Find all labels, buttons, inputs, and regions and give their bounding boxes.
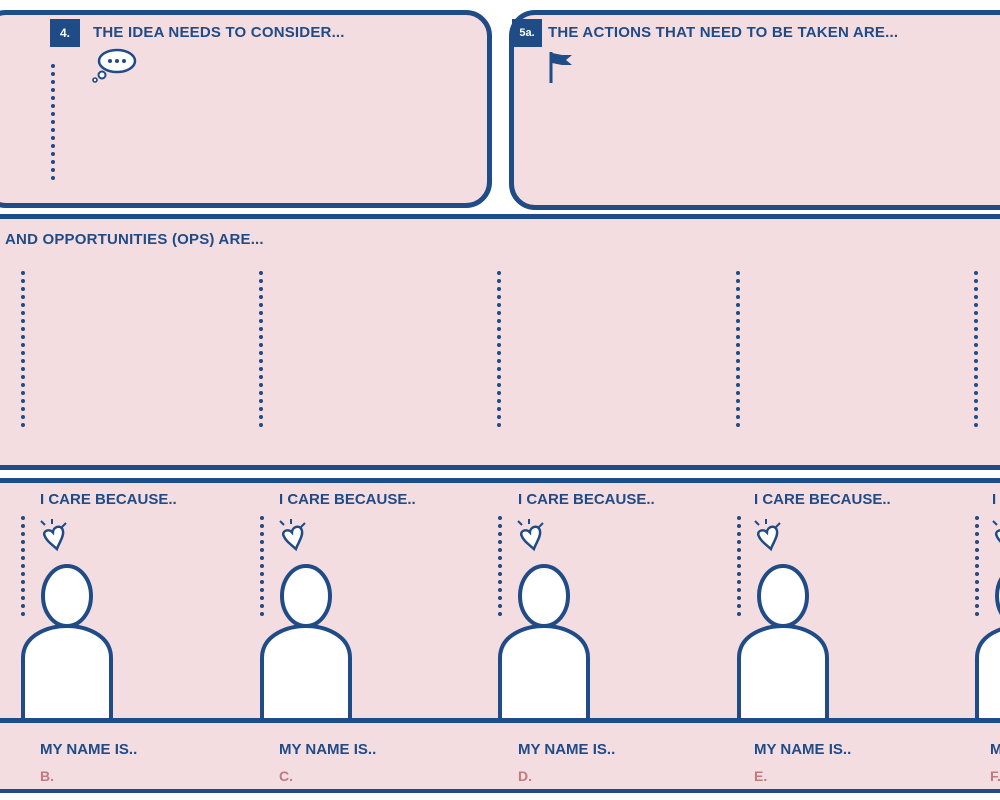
ops-top-rule (0, 214, 1000, 219)
dotted-divider (497, 271, 501, 433)
section-4-number: 4. (50, 19, 80, 47)
dotted-divider (737, 516, 741, 618)
care-caption: I CARE BECAUSE.. (518, 491, 655, 508)
thought-bubble-icon (92, 48, 137, 83)
heart-icon (517, 519, 544, 552)
ops-area (0, 219, 1000, 465)
dotted-divider (259, 271, 263, 433)
care-caption: I CARE BECAUSE.. (279, 491, 416, 508)
people-top-rule (0, 478, 1000, 483)
section-5a-number: 5a. (512, 19, 542, 47)
person-letter: B. (40, 768, 54, 784)
section-4-heading: THE IDEA NEEDS TO CONSIDER... (93, 24, 345, 41)
names-area (0, 723, 1000, 790)
dotted-divider (21, 271, 25, 433)
page-bottom-rule (0, 789, 1000, 793)
dotted-divider (21, 516, 25, 618)
dotted-divider (51, 64, 55, 186)
person-letter: C. (279, 768, 293, 784)
heart-icon (40, 519, 67, 552)
person-icon (21, 564, 113, 722)
section-5a-box (509, 10, 1000, 210)
name-caption: MY NAME IS.. (40, 741, 138, 758)
name-caption: MY NAME IS.. (754, 741, 852, 758)
person-icon (260, 564, 352, 722)
name-caption: MY NAME IS.. (518, 741, 616, 758)
person-icon (737, 564, 829, 722)
person-icon (498, 564, 590, 722)
care-caption: I CARE BECAUSE.. (754, 491, 891, 508)
ops-bottom-rule (0, 465, 1000, 470)
care-caption: I CARE BECAUSE.. (40, 491, 177, 508)
section-4-box (0, 10, 492, 208)
ops-heading: AND OPPORTUNITIES (OPS) ARE... (5, 231, 264, 248)
name-caption: MY NAME IS.. (279, 741, 377, 758)
person-letter: D. (518, 768, 532, 784)
person-letter: E. (754, 768, 768, 784)
dotted-divider (974, 271, 978, 433)
heart-icon (754, 519, 781, 552)
dotted-divider (736, 271, 740, 433)
dotted-divider (498, 516, 502, 618)
heart-icon (279, 519, 306, 552)
flag-icon (549, 52, 572, 83)
section-5a-heading: THE ACTIONS THAT NEED TO BE TAKEN ARE... (548, 24, 899, 41)
dotted-divider (260, 516, 264, 618)
